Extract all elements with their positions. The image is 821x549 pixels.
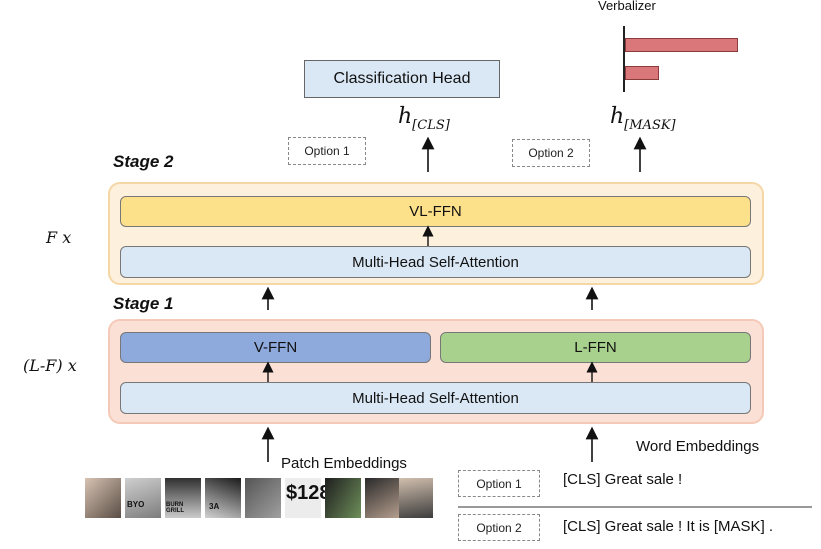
patch-2-text: BYO [127,500,145,509]
patch-3-text: BURN GRILL [166,502,184,514]
option-2-bottom: Option 2 [458,514,540,541]
image-patches: BYO BURN GRILL 3A $128 [85,478,435,518]
patch-7 [325,478,361,518]
text-input-option-1: [CLS] Great sale ! [563,471,683,488]
patch-9 [399,478,433,518]
word-embeddings-label: Word Embeddings [636,438,760,455]
h-cls-label: h[CLS] [398,104,450,133]
h-mask-label: h[MASK] [610,104,676,133]
patch-3: BURN GRILL [165,478,201,518]
verbalizer-bar-1 [625,38,738,52]
patch-4-text: 3A [209,502,220,511]
stage-2-repeat: F x [46,228,72,247]
stage-1-label: Stage 1 [113,294,174,313]
patch-4: 3A [205,478,241,518]
stage-2-label: Stage 2 [113,152,174,171]
patch-1 [85,478,121,518]
classification-head: Classification Head [304,60,500,98]
text-input-option-2: [CLS] Great sale ! It is [MASK] . [563,518,774,535]
multi-head-self-attention-stage-2: Multi-Head Self-Attention [120,246,751,278]
multi-head-self-attention-stage-1: Multi-Head Self-Attention [120,382,751,414]
verbalizer-bar-2 [625,66,659,80]
patch-5 [245,478,281,518]
verbalizer-title: Verbalizer [598,0,656,13]
verbalizer-axis [623,26,625,92]
patch-2: BYO [125,478,161,518]
patch-8 [365,478,401,518]
patch-embeddings-label: Patch Embeddings [281,455,407,472]
option-1-top: Option 1 [288,137,366,165]
patch-6: $128 [285,478,331,518]
option-2-top: Option 2 [512,139,590,167]
v-ffn-block: V-FFN [120,332,431,363]
stage-1-repeat: (L-F) x [23,356,77,375]
patch-6-text: $128 [286,482,331,504]
vl-ffn-block: VL-FFN [120,196,751,227]
option-1-bottom: Option 1 [458,470,540,497]
